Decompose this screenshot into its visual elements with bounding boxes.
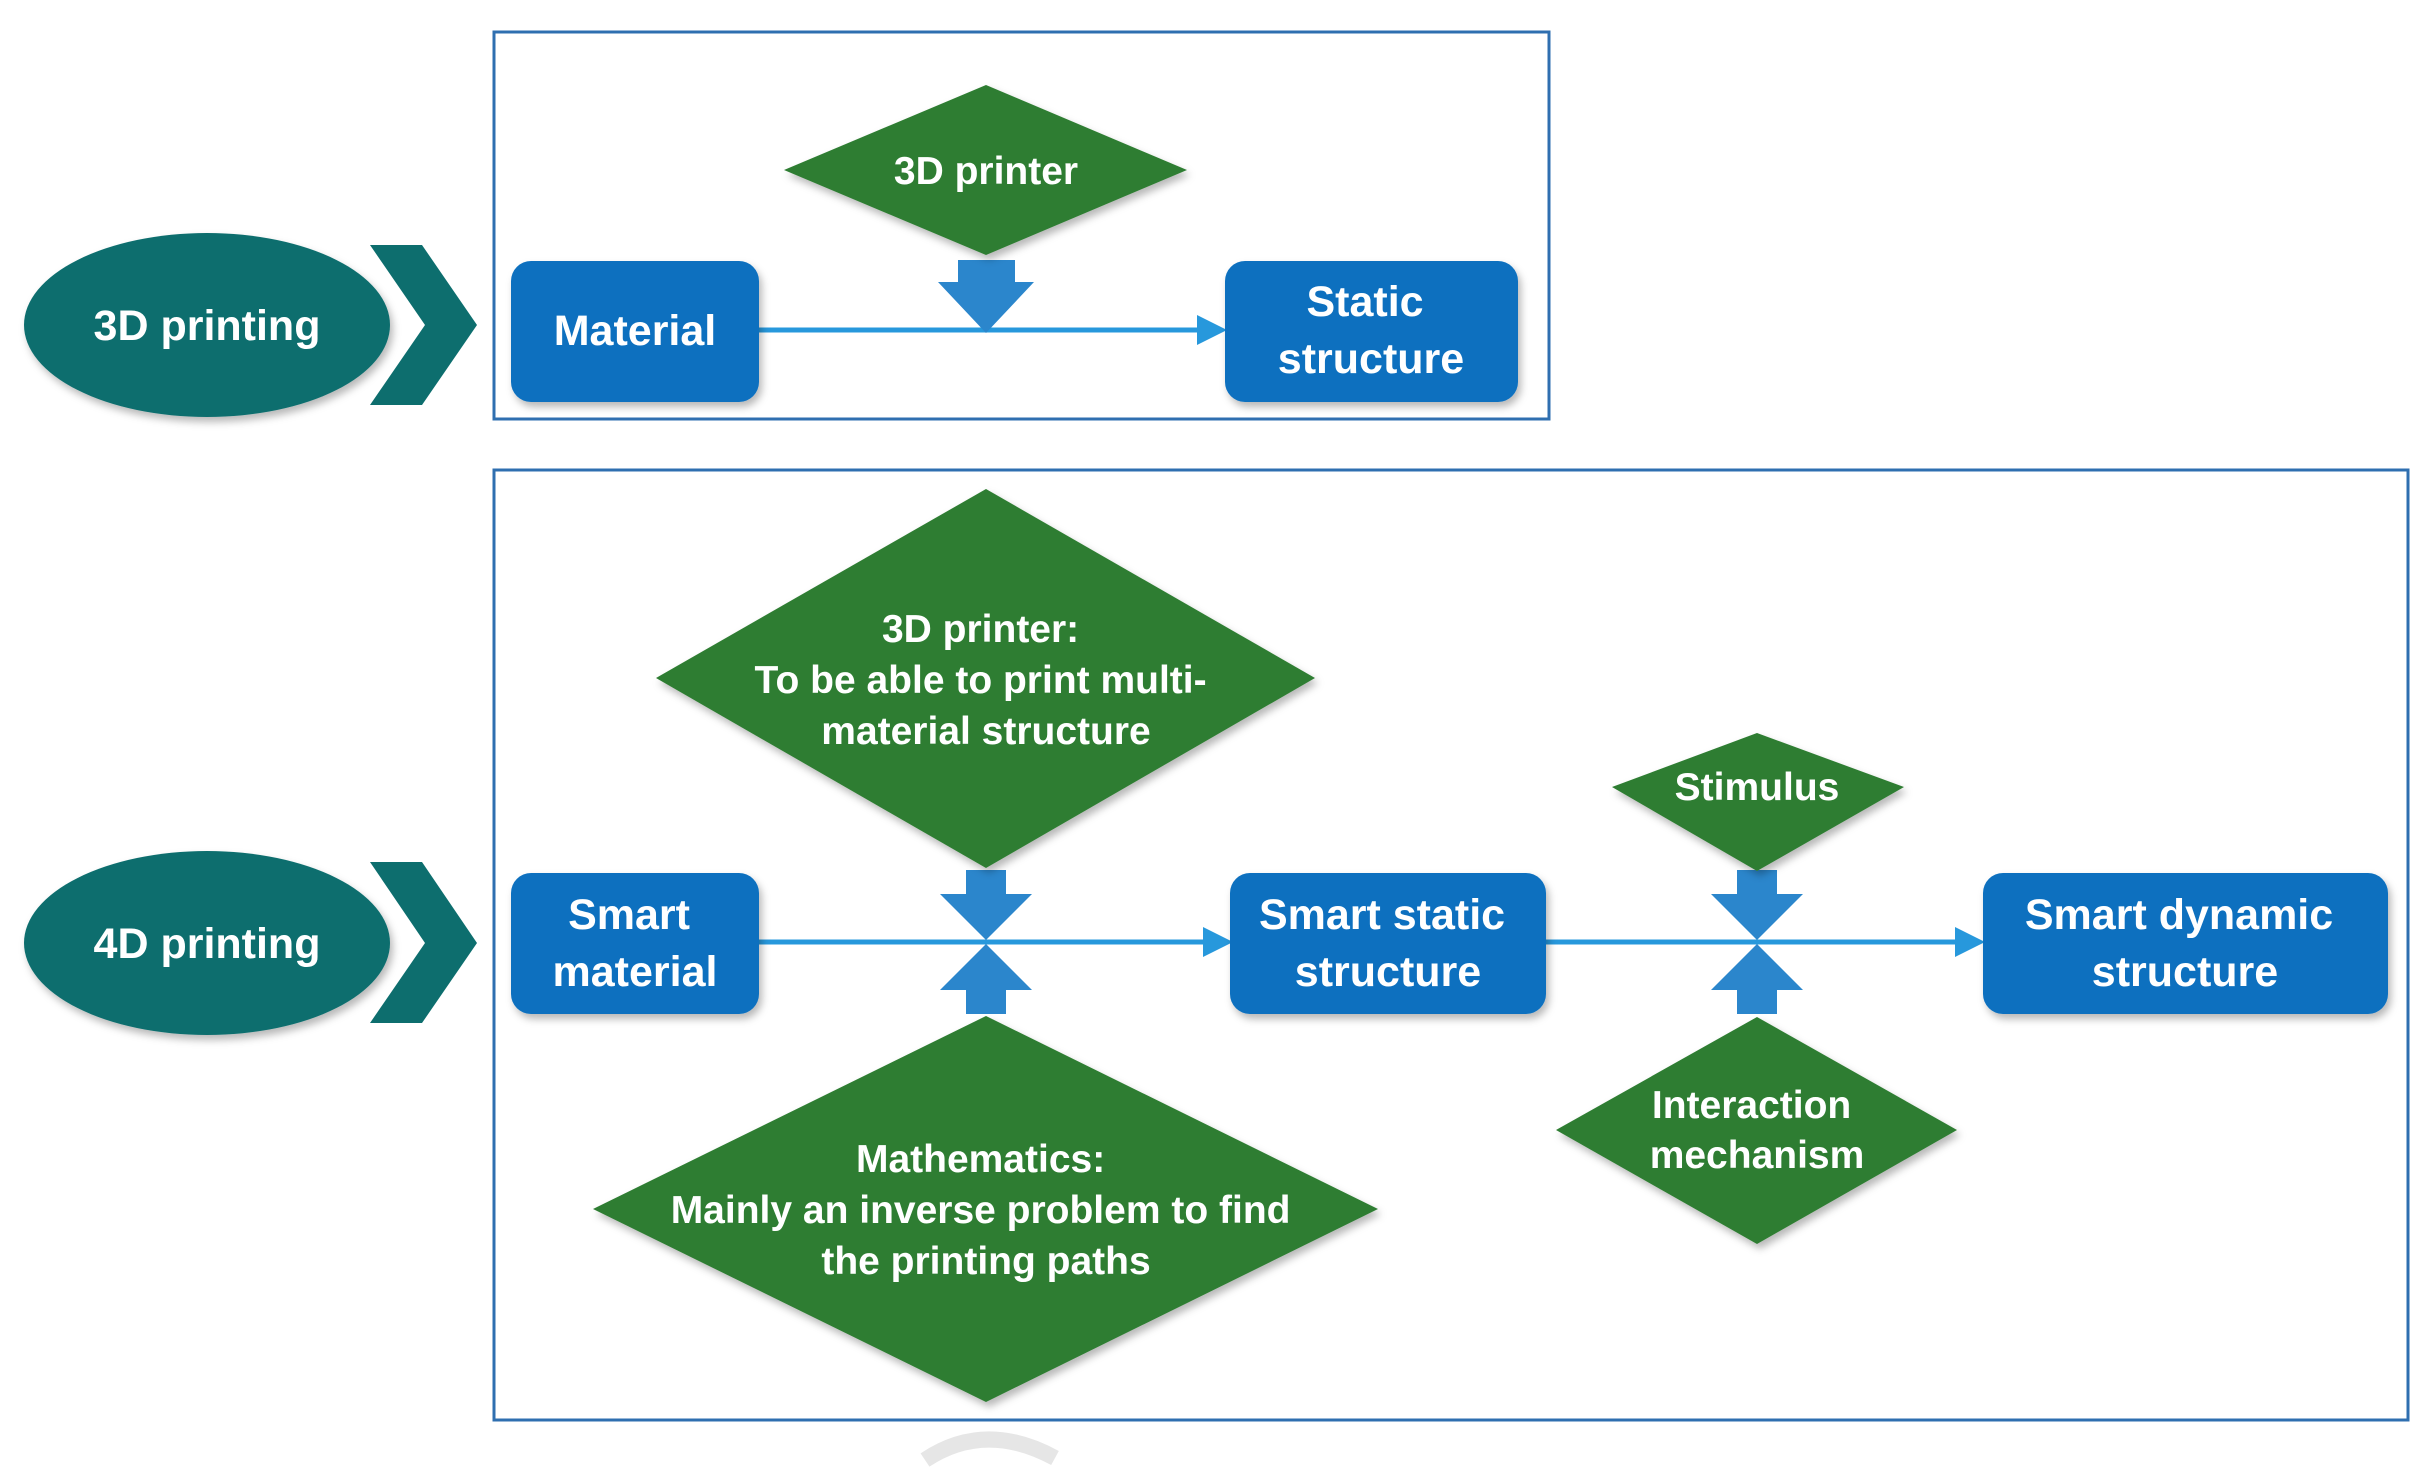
4d-printing-ellipse	[24, 851, 390, 1035]
interaction-up-arrow	[1711, 944, 1803, 1014]
4d-printer-diamond	[656, 489, 1315, 868]
4d-printing-frame	[492, 468, 2410, 1422]
3d-static-structure-text: Static structure	[1278, 278, 1464, 383]
3d-material-text: Material	[554, 307, 717, 355]
4d-mathematics-text: Mathematics: Mainly an inverse problem t…	[671, 1138, 1302, 1283]
interaction-mechanism-diamond	[1556, 1017, 1957, 1244]
4d-smart-static-structure-text: Smart static structure	[1259, 891, 1517, 996]
4d-printer-text: 3D printer: To be able to print multi- m…	[755, 608, 1218, 753]
stimulus-down-arrow	[1711, 870, 1803, 940]
4d-smart-material-box	[511, 873, 759, 1014]
4d-printing-label: 4D printing	[94, 920, 321, 968]
4d-mathematics-diamond	[593, 1016, 1378, 1402]
3d-printing-label: 3D printing	[94, 302, 321, 350]
4d-smart-dynamic-structure-box	[1983, 873, 2388, 1014]
3d-printing-frame	[492, 30, 1551, 421]
4d-printing-chevron-icon	[370, 862, 477, 1023]
4d-printer-down-arrow	[940, 870, 1032, 940]
4d-smart-material-text: Smart material	[553, 891, 718, 996]
4d-smart-dynamic-structure-text: Smart dynamic structure	[2025, 891, 2345, 996]
stimulus-text: Stimulus	[1675, 766, 1840, 809]
stimulus-diamond	[1612, 733, 1904, 871]
watermark-arc	[920, 1431, 1059, 1467]
3d-static-structure-box	[1225, 261, 1518, 402]
4d-smart-static-structure-box	[1230, 873, 1546, 1014]
3d-printer-diamond	[784, 85, 1187, 255]
3d-printing-chevron-icon	[370, 245, 477, 405]
3d-printer-text: 3D printer	[894, 150, 1078, 193]
3d-printing-ellipse	[24, 233, 390, 417]
4d-math-up-arrow	[940, 944, 1032, 1014]
3d-material-box	[511, 261, 759, 402]
interaction-mechanism-text: Interaction mechanism	[1650, 1084, 1865, 1177]
3d-printer-down-arrow	[938, 260, 1034, 333]
